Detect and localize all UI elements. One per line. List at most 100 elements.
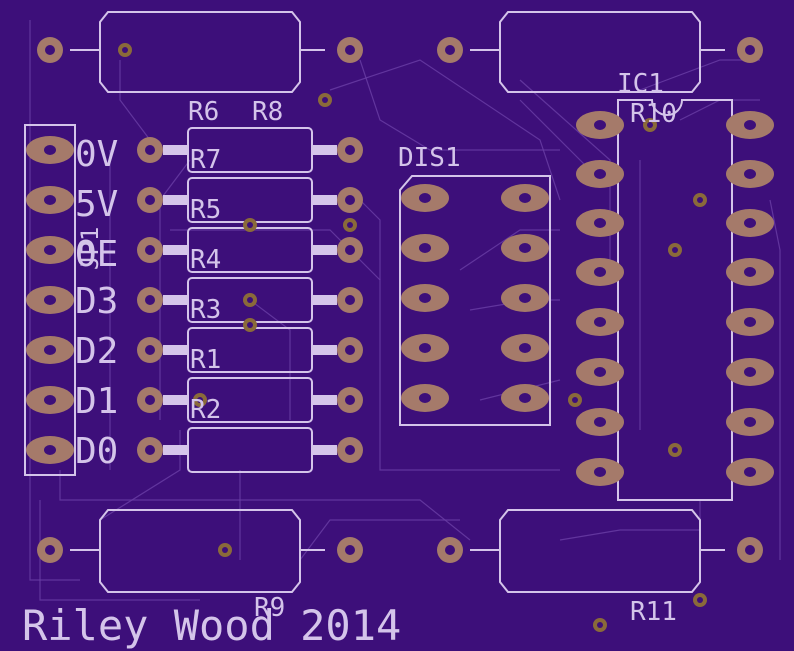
resistor-leads [163, 145, 337, 455]
via-2 [318, 93, 332, 107]
r9-body [99, 509, 301, 593]
dis1-pin-right-3 [501, 284, 549, 312]
jp1-pin-2 [26, 186, 74, 214]
ic1-pin-left-3 [576, 209, 624, 237]
r10-pad-1 [437, 37, 463, 63]
via-5 [243, 293, 257, 307]
r1-pad-1 [137, 337, 163, 363]
ic1-pin-left-8 [576, 458, 624, 486]
via-3 [243, 218, 257, 232]
ic1-pin-right-3 [726, 209, 774, 237]
r3-pad-1 [137, 287, 163, 313]
r0-pad-2 [337, 437, 363, 463]
dis1-pin-right-5 [501, 384, 549, 412]
r5-pad-1 [137, 187, 163, 213]
r10-body [499, 11, 701, 93]
r11-body [499, 509, 701, 593]
dis1-pin-right-4 [501, 334, 549, 362]
designator-r1: R1 [190, 345, 221, 375]
r3-pad-2 [337, 287, 363, 313]
r4-pad-2 [337, 237, 363, 263]
r0-pad-1 [137, 437, 163, 463]
dis1-outline [399, 175, 551, 426]
designator-ic1: IC1 [617, 69, 664, 99]
via-12 [668, 443, 682, 457]
r6-pad-2 [337, 37, 363, 63]
ic1-pin-left-4 [576, 258, 624, 286]
jp1-pin-4 [26, 286, 74, 314]
designator-r9: R9 [254, 593, 285, 623]
ic1-pin-right-6 [726, 358, 774, 386]
r9-pad-2 [337, 537, 363, 563]
r2-pad-1 [137, 387, 163, 413]
r7-pad-2 [337, 137, 363, 163]
via-10 [668, 243, 682, 257]
via-1 [118, 43, 132, 57]
header-label-oe: OE [75, 234, 118, 275]
ic1-pin-right-7 [726, 408, 774, 436]
ic1-pin-right-8 [726, 458, 774, 486]
ic1-pin-left-5 [576, 308, 624, 336]
via-15 [593, 618, 607, 632]
designator-r6: R6 [188, 97, 219, 127]
ic1-pin-right-2 [726, 160, 774, 188]
header-name-jp1: JP1 [76, 227, 104, 270]
r2-pad-2 [337, 387, 363, 413]
r11-pad-2 [737, 537, 763, 563]
via-4 [343, 218, 357, 232]
ic1-pin-right-4 [726, 258, 774, 286]
jp1-pin-1 [26, 136, 74, 164]
header-label-5v: 5V [75, 184, 118, 225]
jp1-pin-6 [26, 386, 74, 414]
r1-pad-2 [337, 337, 363, 363]
header-label-d2: D2 [75, 331, 118, 372]
designators: R6 R8 IC1 R10 DIS1 R7 R5 R4 R3 R1 R2 R9 … [188, 69, 677, 627]
dis1-pin-right-2 [501, 234, 549, 262]
designator-r7: R7 [190, 145, 221, 175]
via-9 [693, 193, 707, 207]
vias [118, 43, 707, 632]
designator-r4: R4 [190, 245, 221, 275]
r4-pad-1 [137, 237, 163, 263]
dis1-pin-left-3 [401, 284, 449, 312]
designator-r10: R10 [630, 99, 677, 129]
credit-text: Riley Wood 2014 [22, 601, 401, 650]
jp1-pin-7 [26, 436, 74, 464]
ic1-pin-right-5 [726, 308, 774, 336]
r9-pad-1 [37, 537, 63, 563]
header-label-d0: D0 [75, 431, 118, 472]
r11-pad-1 [437, 537, 463, 563]
pads [26, 37, 774, 563]
ic1-pin-left-6 [576, 358, 624, 386]
designator-dis1: DIS1 [398, 143, 461, 173]
r10-pad-2 [737, 37, 763, 63]
jp1-pin-5 [26, 336, 74, 364]
via-11 [568, 393, 582, 407]
header-label-d3: D3 [75, 281, 118, 322]
via-7 [193, 393, 207, 407]
jp1-outline [24, 124, 76, 476]
r6-body [99, 11, 301, 93]
ic1-pin-left-1 [576, 111, 624, 139]
dis1-pin-left-4 [401, 334, 449, 362]
r7-pad-1 [137, 137, 163, 163]
ic1-pin-right-1 [726, 111, 774, 139]
header-pin-labels: 0V 5V OE D3 D2 D1 D0 JP1 [75, 134, 118, 472]
ic1-outline [617, 99, 733, 501]
dis1-pin-left-1 [401, 184, 449, 212]
dis1-pin-left-2 [401, 234, 449, 262]
designator-r2: R2 [190, 395, 221, 425]
dis1-pin-right-1 [501, 184, 549, 212]
via-8 [643, 118, 657, 132]
ic1-pin-left-2 [576, 160, 624, 188]
dis1-pin-left-5 [401, 384, 449, 412]
via-13 [218, 543, 232, 557]
jp1-pin-3 [26, 236, 74, 264]
via-6 [243, 318, 257, 332]
r6-pad-1 [37, 37, 63, 63]
designator-r11: R11 [630, 597, 677, 627]
designator-r5: R5 [190, 195, 221, 225]
